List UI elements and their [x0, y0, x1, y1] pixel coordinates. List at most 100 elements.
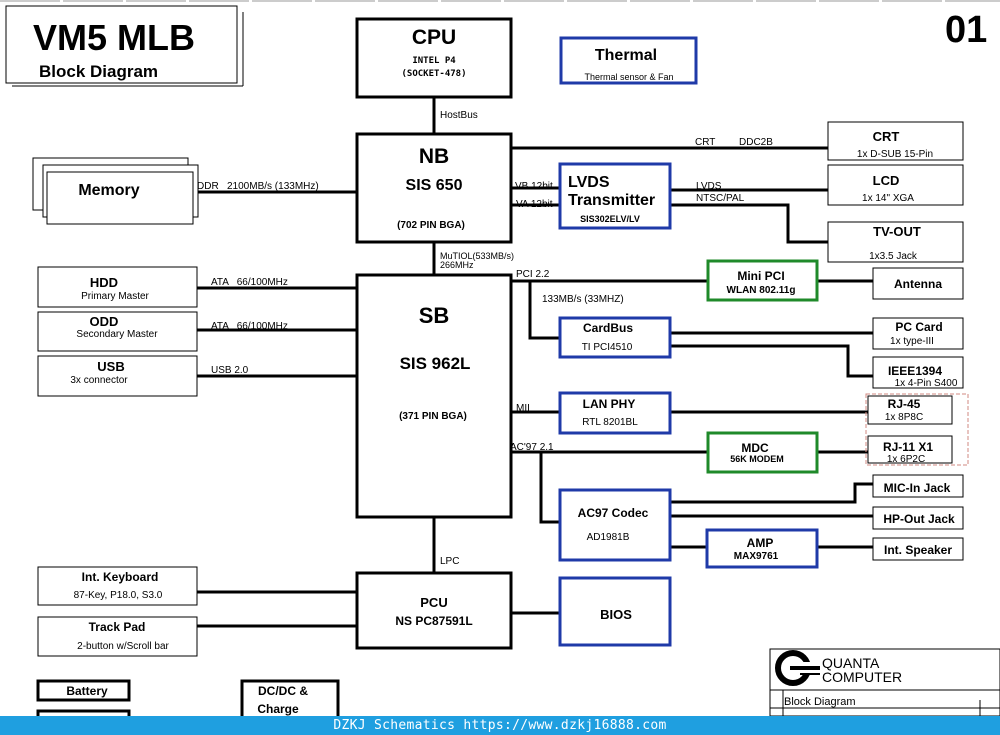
lanphy-title: LAN PHY [583, 397, 636, 411]
cpu-line1: INTEL P4 [412, 56, 456, 66]
tvout-title: TV-OUT [873, 224, 921, 239]
sb-block [355, 273, 513, 519]
company-name-1: QUANTA [822, 655, 880, 671]
title-block: QUANTA COMPUTER Block Diagram [769, 648, 1000, 716]
rj-connector-group [865, 393, 969, 466]
mdc-block [706, 431, 819, 474]
usb-sub: 3x connector [70, 375, 128, 386]
thermal-sub: Thermal sensor & Fan [584, 72, 673, 82]
sb-title: SB [419, 303, 450, 328]
tvout-block [827, 221, 964, 263]
pccard-sub: 1x type-III [890, 336, 934, 347]
micin-block [872, 474, 964, 498]
bios-title: BIOS [600, 607, 632, 622]
cpu-block [355, 17, 513, 99]
pcu-sub: NS PC87591L [395, 614, 472, 628]
bios-block [558, 576, 672, 647]
odd-title: ODD [90, 314, 119, 329]
minipci-block [706, 259, 819, 302]
label-vb: VB 12bit [515, 181, 553, 192]
label-mutiol2: 266MHz [440, 260, 474, 270]
memory-title: Memory [78, 182, 139, 199]
label-ddr: DDR 2100MB/s (133MHz) [197, 181, 319, 192]
thermal-block [559, 36, 698, 85]
lvds-model: SIS302ELV/LV [580, 214, 640, 224]
label-lpc: LPC [440, 556, 459, 567]
label-hostbus: HostBus [440, 110, 478, 121]
memory-block [46, 171, 194, 225]
cardbus-sub: TI PCI4510 [582, 342, 633, 353]
hdd-title: HDD [90, 275, 118, 290]
lcd-title: LCD [873, 173, 900, 188]
label-mii: MII [516, 403, 530, 414]
battery-title: Battery [66, 684, 108, 698]
block-diagram: VM5 MLB Block Diagram 01 CPU INTEL P4 (S… [0, 0, 1000, 716]
label-ata2: ATA 66/100MHz [211, 321, 288, 332]
diagram-subtitle: Block Diagram [39, 62, 158, 81]
ieee1394-block [872, 356, 964, 389]
sb-package: (371 PIN BGA) [399, 411, 467, 422]
label-ddc2b: DDC2B [739, 137, 773, 148]
lcd-block [827, 164, 964, 206]
nb-model: SIS 650 [406, 177, 463, 194]
amp-sub: MAX9761 [734, 551, 779, 562]
rj45-sub: 1x 8P8C [885, 412, 923, 423]
hdd-sub: Primary Master [81, 291, 149, 302]
nb-title: NB [419, 145, 449, 168]
rj11-sub: 1x 6P2C [887, 454, 925, 465]
hpout-title: HP-Out Jack [883, 512, 955, 526]
pcu-title: PCU [420, 595, 447, 610]
lanphy-sub: RTL 8201BL [582, 417, 638, 428]
amp-title: AMP [747, 536, 774, 550]
label-pci: PCI 2.2 [516, 269, 550, 280]
ac97-title: AC97 Codec [578, 506, 649, 520]
thermal-title: Thermal [595, 47, 657, 64]
title-box [5, 5, 238, 84]
dcdc-block [240, 679, 340, 716]
nb-package: (702 PIN BGA) [397, 220, 465, 231]
pccard-block [872, 317, 964, 350]
antenna-block [872, 267, 964, 300]
ac97-sub: AD1981B [587, 532, 630, 543]
lcd-sub: 1x 14" XGA [862, 193, 914, 204]
label-pcispeed: 133MB/s (33MHZ) [542, 294, 624, 305]
label-ata1: ATA 66/100MHz [211, 277, 288, 288]
lvds-block [558, 162, 672, 230]
cpu-title: CPU [412, 26, 456, 49]
trackpad-sub: 2-button w/Scroll bar [77, 641, 169, 652]
page-number: 01 [945, 9, 987, 51]
label-usb: USB 2.0 [211, 365, 249, 376]
label-lvds: LVDS [696, 181, 722, 192]
mdc-title: MDC [741, 441, 769, 455]
speaker-block [872, 537, 964, 561]
company-name-2: COMPUTER [822, 669, 902, 685]
ieee1394-title: IEEE1394 [888, 364, 942, 378]
hdd-block [37, 266, 198, 308]
lvds-title1: LVDS [568, 174, 610, 191]
trackpad-block [37, 616, 198, 657]
odd-sub: Secondary Master [76, 329, 158, 340]
keyboard-sub: 87-Key, P18.0, S3.0 [74, 590, 163, 601]
label-va: VA 12bit [516, 199, 553, 210]
crt-block [827, 121, 964, 161]
keyboard-title: Int. Keyboard [82, 570, 159, 584]
quanta-logo-icon [775, 650, 820, 686]
speaker-title: Int. Speaker [884, 543, 952, 557]
rj45-title: RJ-45 [888, 397, 921, 411]
label-ac97: AC'97 2.1 [510, 442, 554, 453]
label-mutiol1: MuTIOL(533MB/s) [440, 251, 514, 261]
minipci-sub: WLAN 802.11g [727, 285, 796, 296]
battery-block [36, 679, 131, 702]
footer-banner: DZKJ Schematics https://www.dzkj16888.co… [0, 716, 1000, 735]
cardbus-block [558, 316, 672, 359]
pcu-block [355, 571, 513, 650]
trackpad-title: Track Pad [89, 620, 146, 634]
usb-block [37, 355, 198, 397]
ieee1394-sub: 1x 4-Pin S400 [895, 378, 958, 389]
amp-block [705, 528, 819, 569]
minipci-title: Mini PCI [737, 269, 784, 283]
label-crt: CRT [695, 137, 715, 148]
dcdc-title2: Charge [257, 702, 299, 716]
hpout-block [872, 506, 964, 530]
antenna-title: Antenna [894, 277, 942, 291]
